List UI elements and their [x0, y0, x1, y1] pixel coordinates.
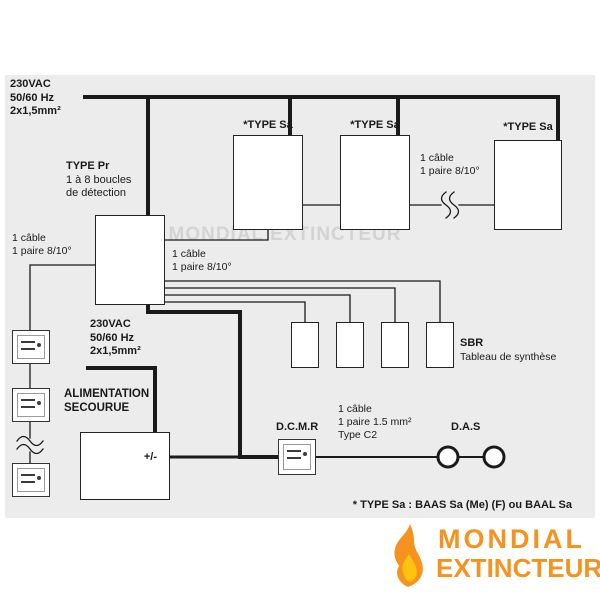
dcmr-line-icon	[287, 450, 301, 452]
sbr-box-4	[426, 322, 454, 368]
type-sa-label-3: *TYPE Sa	[503, 121, 553, 133]
alimentation-label: ALIMENTATION SECOURUE	[64, 388, 149, 415]
label-line: 1 paire 8/10°	[172, 261, 232, 273]
label-line: TYPE Pr	[66, 160, 110, 172]
type-pr-box	[95, 215, 165, 305]
dcmr-box	[278, 439, 316, 475]
detector-unit-1	[12, 330, 50, 364]
type-sa-box-3	[494, 140, 562, 230]
type-sa-box-2	[340, 135, 410, 230]
label-line: 1 paire 8/10°	[420, 165, 480, 177]
label-line: 1 câble	[338, 403, 372, 415]
detector-line-icon	[21, 348, 35, 350]
label-line: 2x1,5mm²	[90, 345, 141, 357]
cable-810-label-right: 1 câble 1 paire 8/10°	[420, 152, 480, 178]
dcmr-line-icon	[287, 457, 301, 459]
detector-face	[17, 393, 45, 417]
detector-line-icon	[21, 399, 35, 401]
label-line: ALIMENTATION	[64, 388, 150, 400]
detector-face	[17, 468, 45, 492]
sbr-box-1	[291, 322, 319, 368]
sbr-box-3	[381, 322, 409, 368]
das-label: D.A.S	[451, 421, 481, 433]
cable-810-label-mid: 1 câble 1 paire 8/10°	[172, 248, 232, 274]
cable-810-label-left: 1 câble 1 paire 8/10°	[12, 232, 72, 258]
sbr-box-2	[336, 322, 364, 368]
type-sa-box-1	[233, 135, 303, 230]
label-line: 2x1,5mm²	[10, 105, 61, 117]
detector-line-icon	[21, 474, 35, 476]
label-line: 50/60 Hz	[90, 331, 135, 344]
detector-dot-icon	[37, 343, 41, 347]
detector-unit-2	[12, 388, 50, 422]
label-line: 230VAC	[10, 78, 51, 90]
label-line: SBR	[460, 337, 484, 349]
type-sa-label-1: *TYPE Sa	[243, 119, 293, 131]
dcmr-dot-icon	[303, 452, 307, 456]
label-line: 1 câble	[12, 232, 46, 244]
detector-line-icon	[21, 341, 35, 343]
label-line: 1 câble	[172, 248, 206, 260]
label-line: 1 paire 8/10°	[12, 245, 72, 257]
label-line: Type C2	[338, 429, 378, 441]
detector-line-icon	[21, 406, 35, 408]
label-line: 1 paire 1.5 mm²	[338, 416, 412, 428]
label-line: SECOURUE	[64, 401, 130, 414]
detector-dot-icon	[37, 401, 41, 405]
label-line: 1 câble	[420, 152, 454, 164]
flame-inner	[402, 554, 417, 582]
type-sa-footnote: * TYPE Sa : BAAS Sa (Me) (F) ou BAAL Sa	[352, 499, 572, 511]
dcmr-label: D.C.M.R	[276, 421, 319, 433]
flame-icon	[394, 524, 423, 587]
brand-name-line1: MONDIAL	[438, 524, 585, 554]
label-line: Tableau de synthèse	[460, 350, 557, 363]
psu-terminals-label: +/-	[143, 451, 157, 463]
sbr-label: SBR Tableau de synthèse	[460, 337, 556, 364]
label-line: 1 à 8 boucles	[66, 173, 132, 186]
label-line: 50/60 Hz	[10, 91, 55, 104]
type-pr-label: TYPE Pr 1 à 8 boucles de détection	[66, 160, 131, 201]
label-line: 230VAC	[90, 318, 131, 330]
detector-unit-3	[12, 463, 50, 497]
cable-c2-label: 1 câble 1 paire 1.5 mm² Type C2	[338, 403, 412, 442]
mains-top-label: 230VAC 50/60 Hz 2x1,5mm²	[10, 78, 61, 119]
detector-line-icon	[21, 481, 35, 483]
psu-box: +/-	[80, 432, 170, 500]
detector-dot-icon	[37, 476, 41, 480]
label-line: de détection	[66, 187, 126, 199]
type-sa-label-2: *TYPE Sa	[350, 119, 400, 131]
brand-name-line2: EXTINCTEUR	[436, 553, 600, 583]
mains-secours-label: 230VAC 50/60 Hz 2x1,5mm²	[90, 318, 141, 359]
detector-face	[17, 335, 45, 359]
brand-logo: MONDIAL EXTINCTEUR	[386, 520, 600, 596]
dcmr-face	[283, 444, 311, 470]
